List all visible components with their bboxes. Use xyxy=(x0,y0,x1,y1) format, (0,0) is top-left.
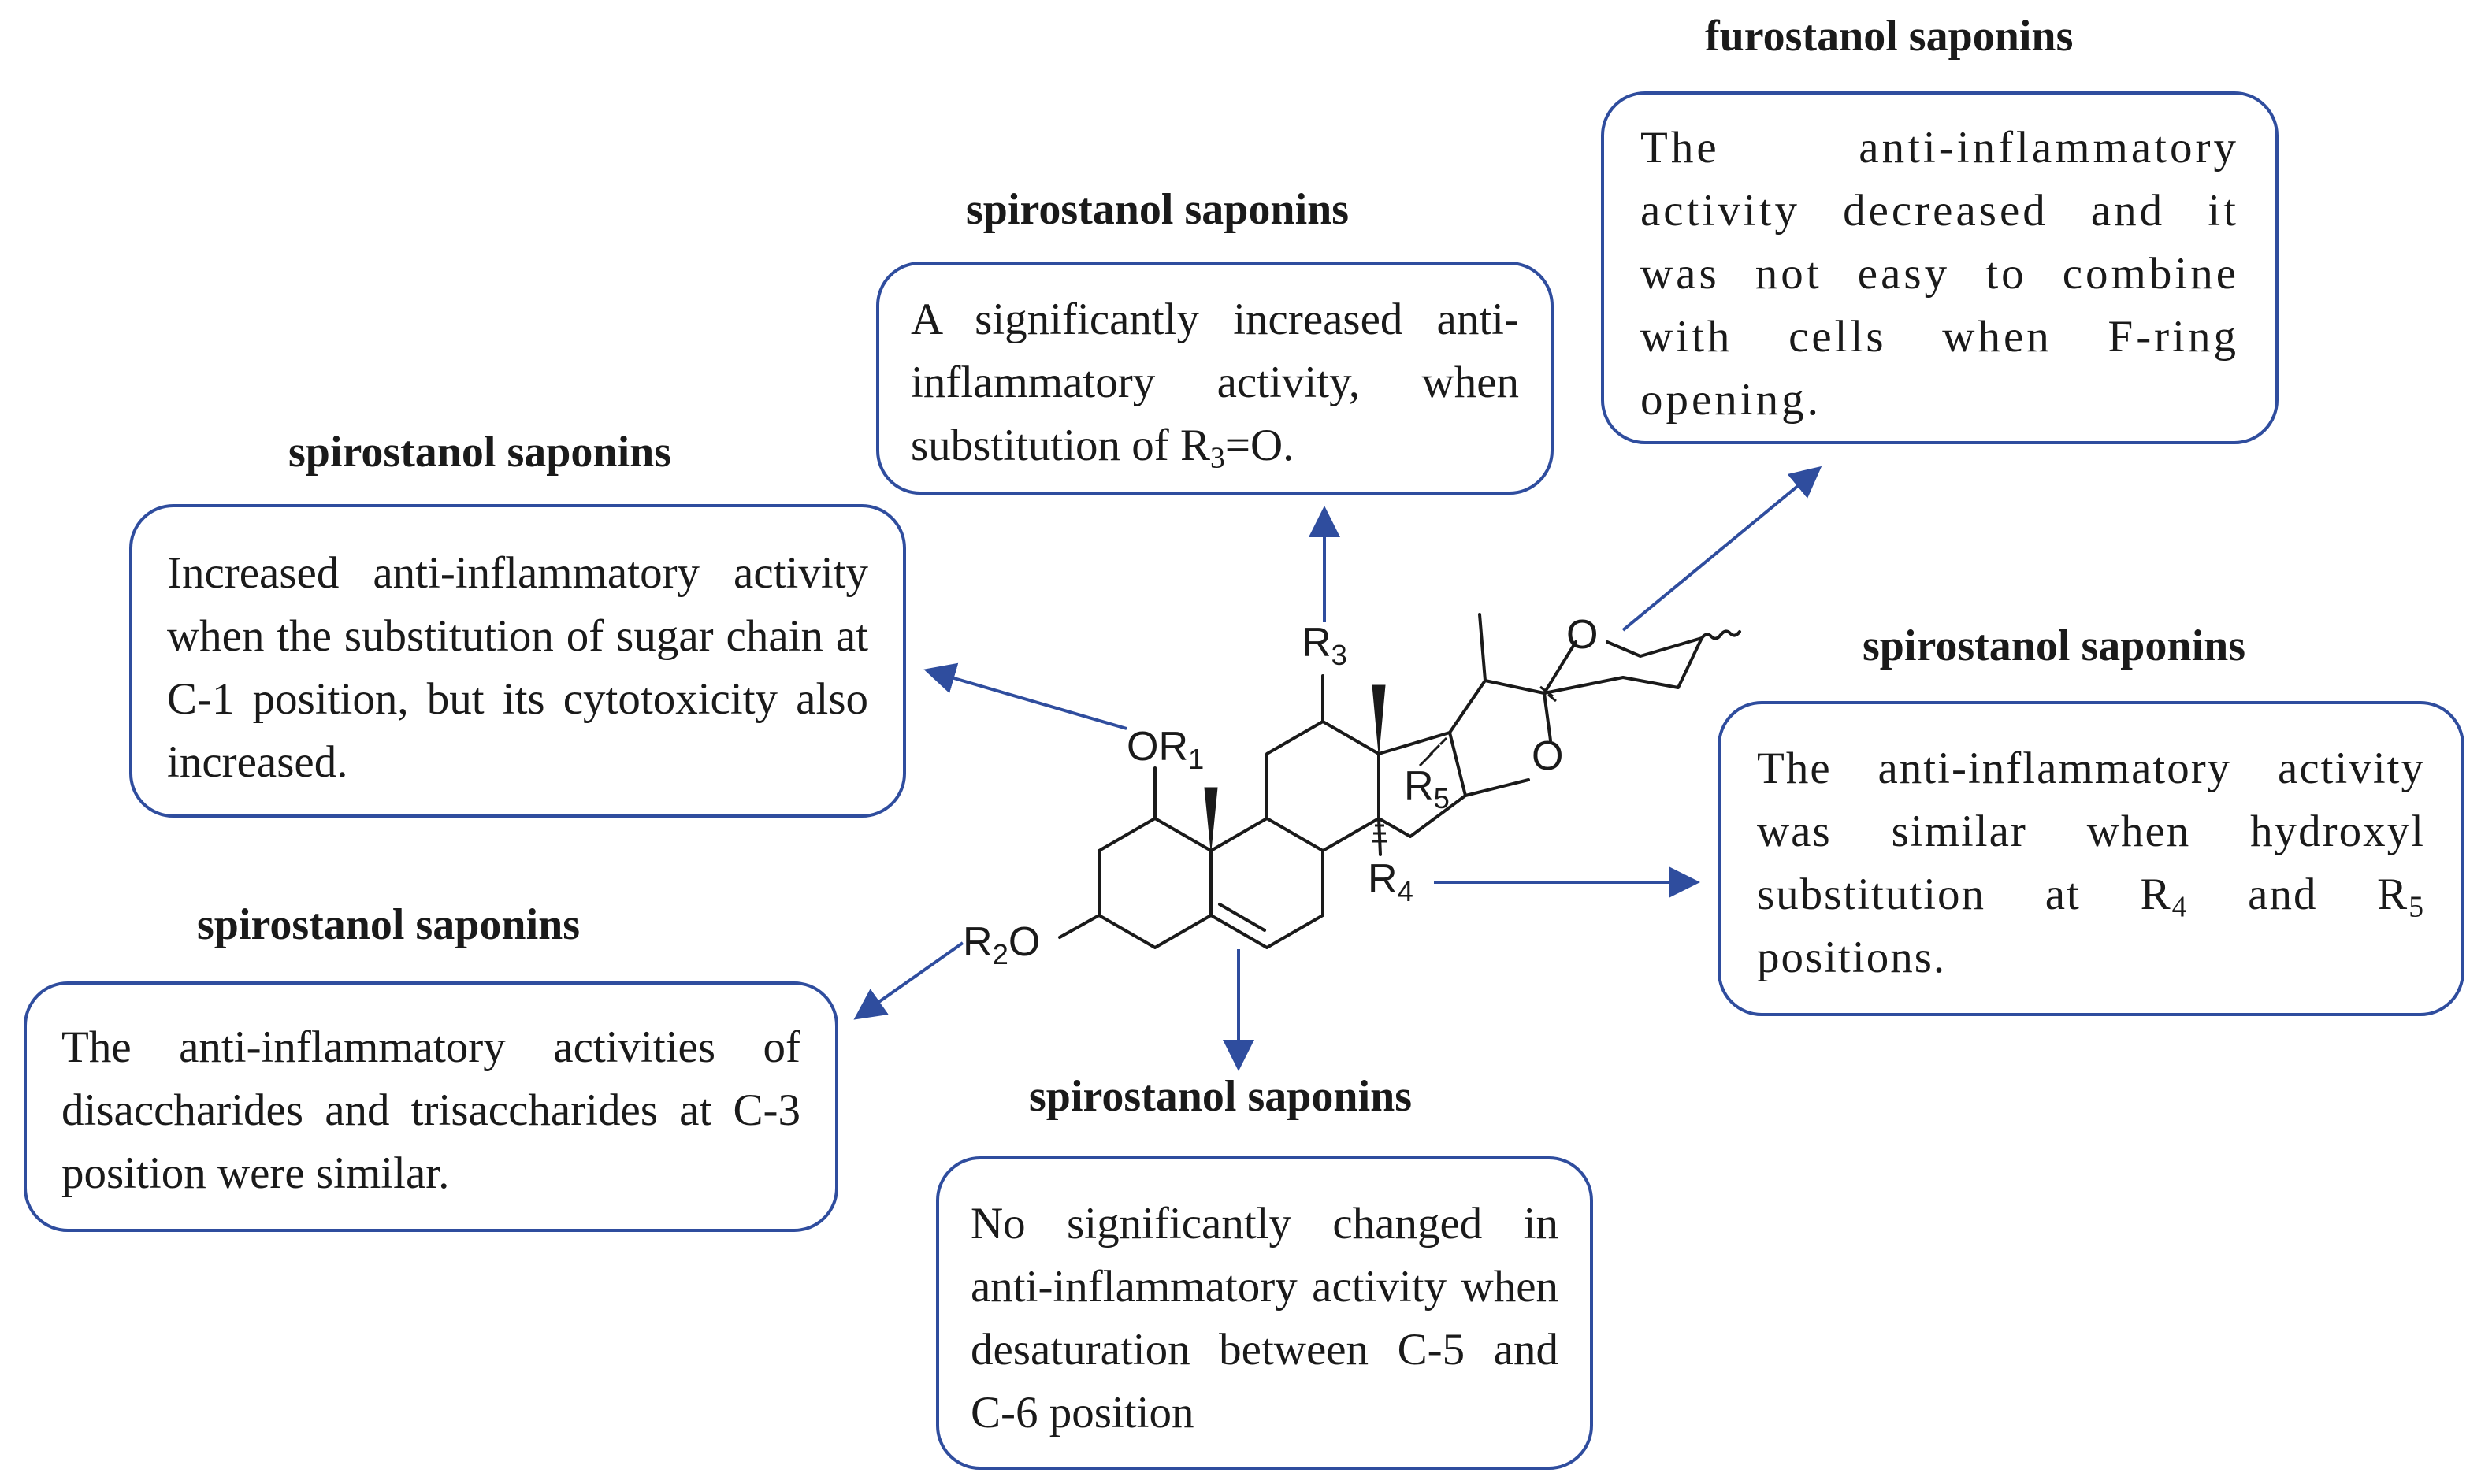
r3-text-after: =O. xyxy=(1224,421,1294,470)
r3-label: R3 xyxy=(1302,620,1347,670)
c3-annotation-text: The anti-inflammatory activities of disa… xyxy=(61,1022,800,1198)
r4-r5-text-3: positions. xyxy=(1757,933,1947,982)
c13-methyl-wedge xyxy=(1372,684,1386,755)
c20-methyl xyxy=(1478,613,1487,682)
r2o-sub: 2 xyxy=(992,937,1008,970)
ring-e-oxygen: O xyxy=(1532,733,1564,779)
c5-c6-annotation-text: No significantly changed in anti-inflamm… xyxy=(971,1199,1558,1438)
r5-main: R xyxy=(1404,763,1434,809)
ring-f-oxygen: O xyxy=(1566,612,1599,658)
skeleton-bonds xyxy=(1058,613,1741,949)
f-ring-annotation-box: The anti-inflammatory activity decreased… xyxy=(1601,91,2279,444)
r3-sub: 3 xyxy=(1331,638,1347,671)
c17-hash xyxy=(1418,736,1448,767)
r4-r5-heading: spirostanol saponins xyxy=(1863,621,2246,670)
r3-text-sub: 3 xyxy=(1210,441,1225,475)
c3-to-r2o-bond xyxy=(1058,914,1101,939)
arrow-to-c1-box xyxy=(923,662,1127,730)
r2o-tail: O xyxy=(1008,919,1041,965)
ring-f-upper xyxy=(1543,636,1703,695)
r3-main: R xyxy=(1302,620,1331,666)
c14-hash xyxy=(1372,824,1387,843)
c25-wavy-methyl xyxy=(1700,629,1741,640)
or1-label: OR1 xyxy=(1127,724,1204,774)
r4-r5-sub-2: 5 xyxy=(2409,890,2425,924)
ring-b xyxy=(1209,817,1324,949)
c10-methyl-wedge xyxy=(1204,787,1218,851)
r3-annotation-text: A significantly increased anti-inflammat… xyxy=(911,288,1519,477)
arrow-to-f-ring-box xyxy=(1621,466,1822,632)
ring-f xyxy=(1543,640,1577,695)
r2o-label: R2O xyxy=(963,919,1041,969)
c16-hash xyxy=(1539,685,1557,703)
arrow-to-c3-box xyxy=(853,941,964,1020)
ring-e xyxy=(1448,679,1552,742)
stereo-bonds xyxy=(1204,684,1557,851)
c5-c6-heading: spirostanol saponins xyxy=(1029,1072,1413,1121)
r4-r5-annotation-box: The anti-inflammatory activity was simil… xyxy=(1718,701,2464,1016)
r3-text-before: A significantly increased anti-inflammat… xyxy=(911,295,1519,470)
r3-heading: spirostanol saponins xyxy=(966,185,1350,234)
r4-sub: 4 xyxy=(1397,874,1413,907)
r5-sub: 5 xyxy=(1433,781,1450,814)
r4-r5-annotation-text: The anti-inflammatory activity was simil… xyxy=(1757,737,2425,989)
c1-annotation-box: Increased anti-inflammatory activity whe… xyxy=(129,504,906,818)
f-ring-annotation-text: The anti-inflammatory activity decreased… xyxy=(1640,123,2239,425)
r5-label: R5 xyxy=(1404,763,1450,813)
c3-annotation-box: The anti-inflammatory activities of disa… xyxy=(24,981,838,1232)
r4-label: R4 xyxy=(1368,856,1413,906)
c3-heading: spirostanol saponins xyxy=(197,900,581,949)
r2o-main: R xyxy=(963,919,993,965)
ring-a xyxy=(1098,817,1213,949)
c1-heading: spirostanol saponins xyxy=(288,428,672,477)
r4-r5-sub-1: 4 xyxy=(2171,890,2189,924)
ring-e-lower xyxy=(1464,778,1530,797)
c1-annotation-text: Increased anti-inflammatory activity whe… xyxy=(167,548,868,787)
ring-c xyxy=(1265,720,1380,852)
r4-r5-text-2: and R xyxy=(2188,870,2409,919)
c5-c6-annotation-box: No significantly changed in anti-inflamm… xyxy=(936,1156,1593,1470)
r4-main: R xyxy=(1368,856,1398,902)
c5-c6-double-bond xyxy=(1218,903,1266,932)
c14-to-r4-bond xyxy=(1377,817,1382,856)
r4-r5-text-1: The anti-inflammatory activity was simil… xyxy=(1757,744,2425,919)
or1-sub: 1 xyxy=(1188,742,1205,775)
annotation-arrows xyxy=(853,466,1822,1071)
r3-annotation-box: A significantly increased anti-inflammat… xyxy=(876,262,1554,495)
or1-main: OR xyxy=(1127,724,1188,770)
f-ring-heading: furostanol saponins xyxy=(1705,12,2074,61)
